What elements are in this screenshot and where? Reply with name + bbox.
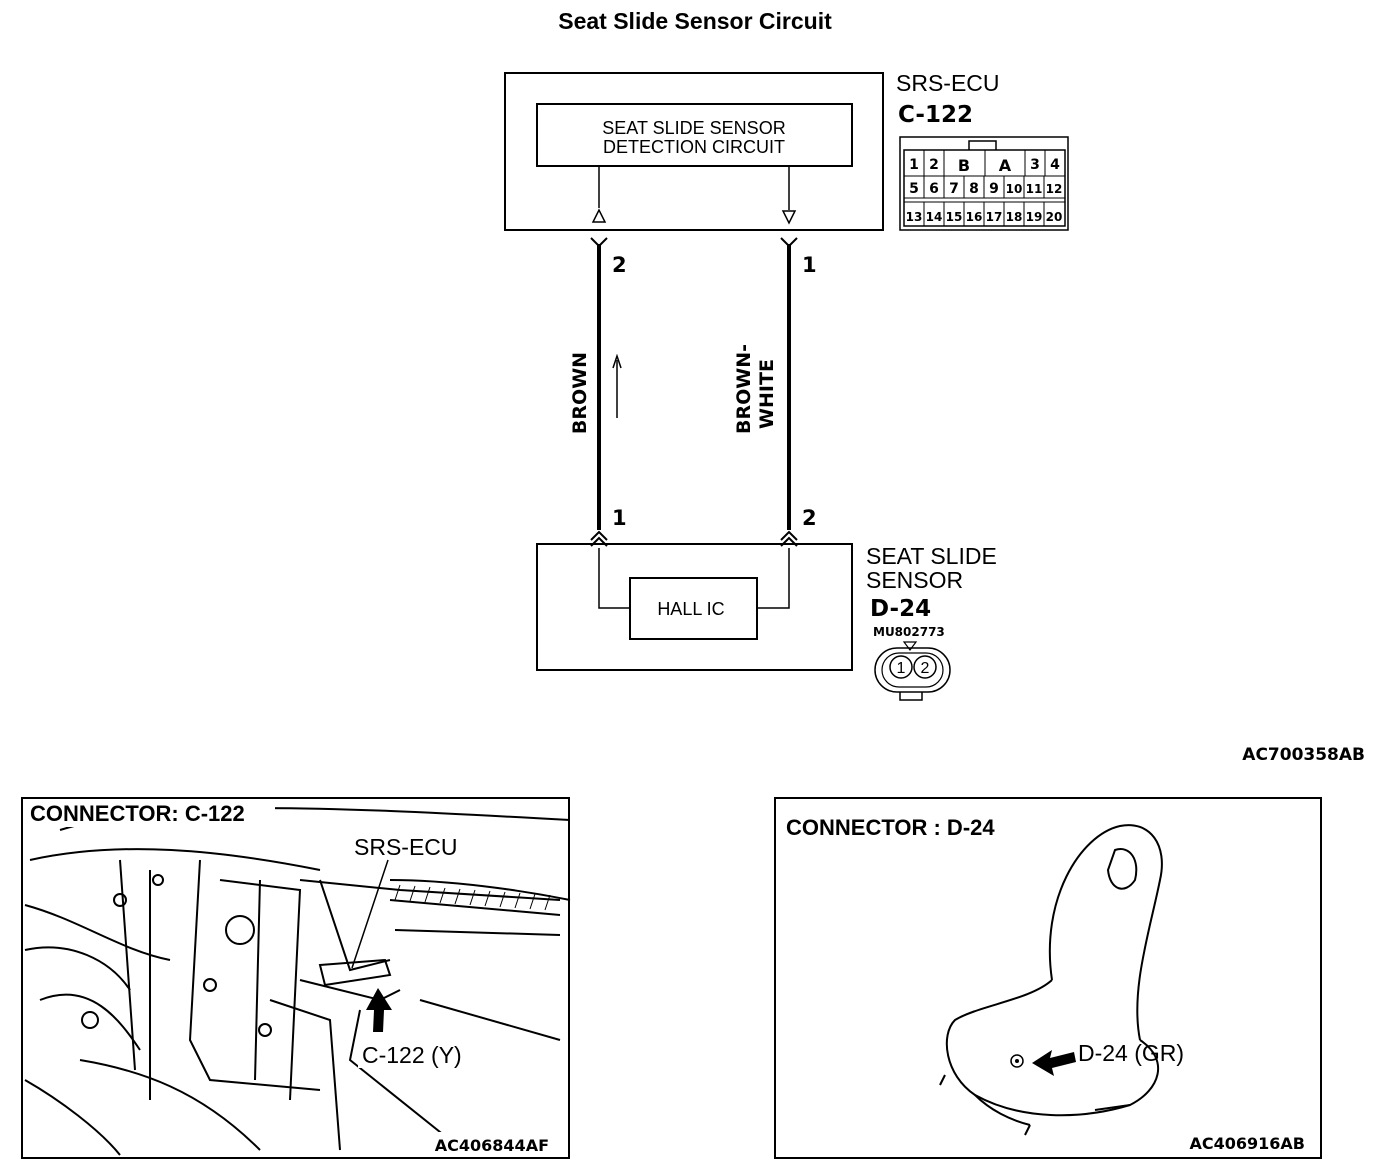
wire-color-brown-white-1: BROWN-	[733, 344, 755, 434]
connector-d24-panel: CONNECTOR : D-24 D-24 (GR) AC406916AB	[774, 797, 1322, 1159]
diagram-title: Seat Slide Sensor Circuit	[558, 8, 832, 34]
dashboard-illustration	[24, 807, 571, 1156]
sensor-box	[536, 543, 853, 671]
detection-circuit-box	[536, 103, 853, 167]
dash-hatching	[394, 884, 551, 911]
sensor-name-2: SENSOR	[866, 567, 963, 593]
detection-circuit-label-2: DETECTION CIRCUIT	[603, 137, 785, 157]
wire-color-brown-white-2: WHITE	[756, 359, 778, 429]
d24-panel-title: CONNECTOR : D-24	[786, 815, 995, 840]
d24-panel-code: AC406916AB	[1190, 1134, 1306, 1153]
c122-arrow-icon	[366, 988, 392, 1032]
ecu-pin-8: 8	[969, 181, 979, 197]
output-triangle-icon	[781, 210, 797, 225]
ecu-pin-5: 5	[909, 181, 919, 197]
c122-callout-ecu: SRS-ECU	[354, 834, 458, 860]
ecu-pin-9: 9	[989, 181, 999, 197]
sensor-part-number: MU802773	[873, 625, 945, 639]
ecu-pin-7: 7	[949, 181, 959, 197]
input-triangle-icon	[591, 208, 607, 223]
d24-arrow-icon	[1032, 1050, 1076, 1076]
connector-c122-panel: CONNECTOR: C-122 SRS-ECU C-122 (Y) AC406…	[21, 797, 571, 1159]
d24-callout-connector: D-24 (GR)	[1078, 1040, 1184, 1066]
wire-right-bottom-pin: 2	[802, 506, 817, 530]
c122-callout-connector: C-122 (Y)	[362, 1042, 462, 1068]
ecu-pin-14: 14	[926, 210, 943, 224]
ecu-name: SRS-ECU	[896, 70, 1000, 96]
hall-ic-label: HALL IC	[657, 599, 724, 619]
ecu-pin-11: 11	[1026, 182, 1043, 196]
c122-panel-code: AC406844AF	[435, 1136, 549, 1155]
wire-left-bottom-pin: 1	[612, 506, 627, 530]
sensor-connector-face: 1 2	[874, 641, 951, 701]
ecu-pin-15: 15	[946, 210, 963, 224]
diagram-code: AC700358AB	[1242, 745, 1365, 765]
detection-circuit-label-1: SEAT SLIDE SENSOR	[602, 118, 785, 138]
sensor-pin-2: 2	[921, 660, 930, 677]
ecu-pin-16: 16	[966, 210, 983, 224]
ecu-pin-2: 2	[929, 157, 939, 173]
sensor-pin-1: 1	[897, 660, 906, 677]
ecu-pin-b: B	[958, 156, 970, 175]
ecu-pin-19: 19	[1026, 210, 1043, 224]
sensor-name-1: SEAT SLIDE	[866, 543, 997, 569]
ecu-pin-1: 1	[909, 157, 919, 173]
ecu-connector-id: C-122	[898, 102, 973, 128]
c122-panel-title: CONNECTOR: C-122	[30, 801, 245, 826]
wire-color-brown: BROWN	[569, 352, 591, 434]
wire-brown-white	[780, 237, 798, 547]
d24-connector-icon	[1010, 1054, 1024, 1068]
ecu-box	[504, 72, 884, 231]
wire-brown	[590, 237, 608, 547]
ecu-pin-6: 6	[929, 181, 939, 197]
ecu-pin-20: 20	[1046, 210, 1063, 224]
ecu-pin-13: 13	[906, 210, 923, 224]
ecu-pin-12: 12	[1046, 182, 1063, 196]
ecu-pin-17: 17	[986, 210, 1003, 224]
ecu-pin-4: 4	[1050, 157, 1060, 173]
ecu-pin-18: 18	[1006, 210, 1023, 224]
seat-illustration	[939, 824, 1163, 1136]
wire-right-top-pin: 1	[802, 253, 817, 277]
ecu-connector-face: 1 2 B A 3 4 5 6 7 8 9 10 11 12 13 14 15 …	[899, 136, 1069, 231]
wire-left-top-pin: 2	[612, 253, 627, 277]
ecu-pin-3: 3	[1030, 157, 1040, 173]
current-flow-arrow-icon	[612, 353, 622, 418]
ecu-pin-10: 10	[1006, 182, 1023, 196]
ecu-pin-a: A	[999, 156, 1012, 175]
sensor-connector-id: D-24	[870, 596, 931, 622]
